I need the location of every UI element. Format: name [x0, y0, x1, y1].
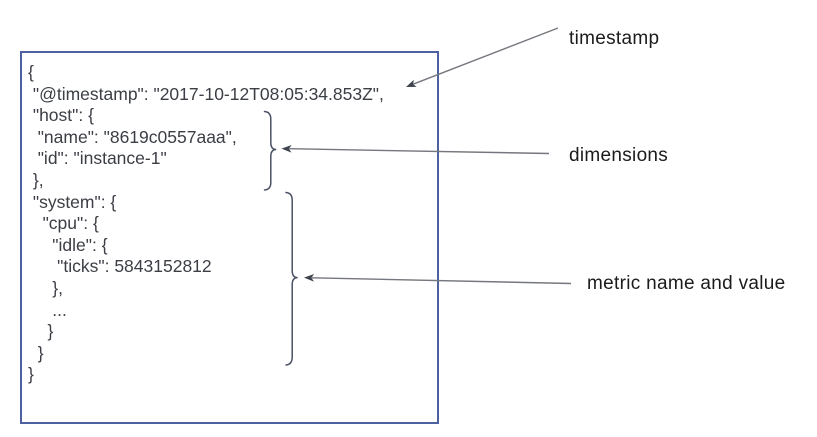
code-line: }, — [28, 277, 64, 298]
code-line: } — [28, 364, 34, 385]
metric-label: metric name and value — [587, 273, 786, 294]
code-line-system: "system": { — [28, 191, 117, 212]
code-line-host-name: "name": "8619c0557aaa", — [28, 126, 237, 147]
code-line-ticks: "ticks": 5843152812 — [28, 256, 212, 277]
code-line-host-id: "id": "instance-1" — [28, 148, 167, 169]
code-line: { — [28, 62, 34, 82]
json-code-box — [20, 51, 439, 424]
code-line-ellipsis: ... — [28, 299, 67, 320]
dimensions-label: dimensions — [569, 145, 669, 166]
code-line: }, — [28, 169, 44, 190]
timestamp-label: timestamp — [569, 28, 660, 49]
code-line: } — [28, 342, 44, 363]
code-line-timestamp: "@timestamp": "2017-10-12T08:05:34.853Z"… — [28, 83, 384, 104]
code-line: } — [28, 321, 54, 342]
code-line-host: "host": { — [28, 105, 94, 126]
json-code: { "@timestamp": "2017-10-12T08:05:34.853… — [28, 62, 384, 386]
code-line-idle: "idle": { — [28, 234, 108, 255]
code-line-cpu: "cpu": { — [28, 213, 99, 234]
